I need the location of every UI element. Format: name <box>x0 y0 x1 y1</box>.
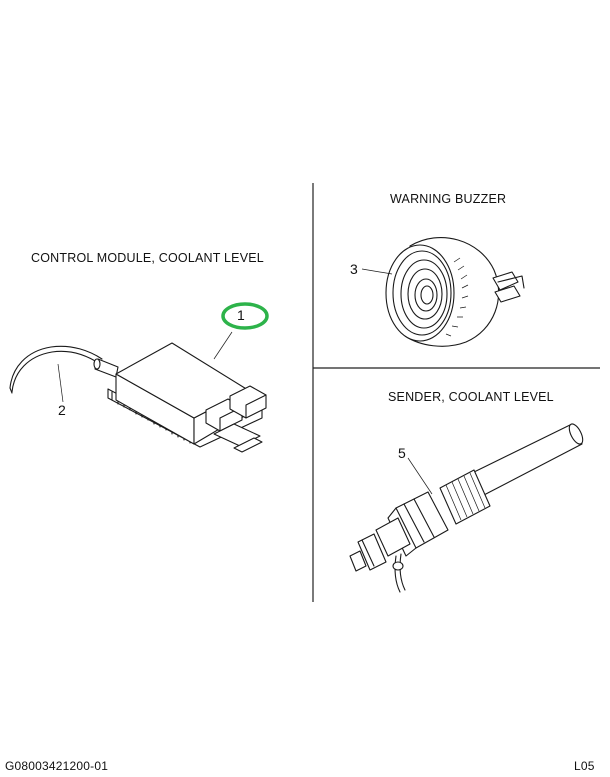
callout-2[interactable]: 2 <box>58 402 66 418</box>
callout-1-highlight <box>221 302 269 330</box>
callout-1[interactable]: 1 <box>237 307 245 323</box>
sender-drawing <box>349 423 584 593</box>
warning-buzzer-drawing <box>361 237 525 347</box>
control-module-label: CONTROL MODULE, COOLANT LEVEL <box>31 251 264 265</box>
warning-buzzer-label: WARNING BUZZER <box>390 192 507 206</box>
sheet-number: L05 <box>574 759 595 773</box>
control-module-drawing <box>9 331 267 453</box>
callout-5[interactable]: 5 <box>398 445 406 461</box>
drawing-id: G08003421200-01 <box>5 759 109 773</box>
callout-3[interactable]: 3 <box>350 261 358 277</box>
sender-label: SENDER, COOLANT LEVEL <box>388 390 554 404</box>
